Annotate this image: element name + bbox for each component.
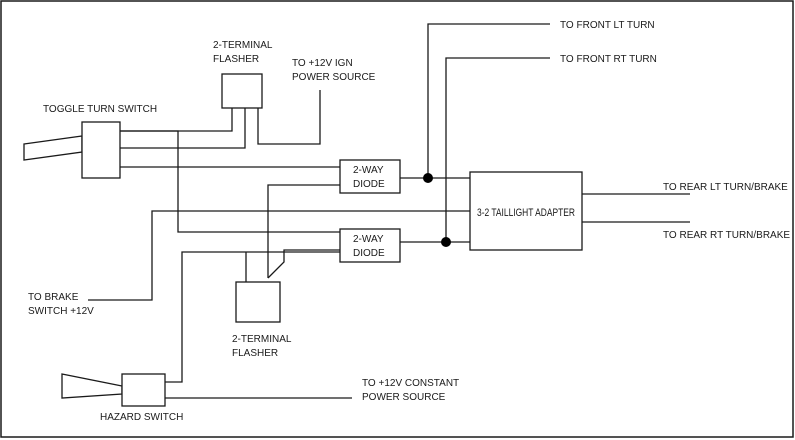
- front-rt-label: TO FRONT RT TURN: [560, 54, 657, 65]
- diode-top-label-2: DIODE: [353, 179, 385, 190]
- wire-front-lt: [427, 23, 550, 178]
- bottom-flasher-box: [235, 281, 281, 323]
- hazard-switch-label: HAZARD SWITCH: [100, 412, 183, 423]
- junction-dot-front-lt: [423, 173, 433, 183]
- adapter-label: 3-2 TAILLIGHT ADAPTER: [477, 207, 575, 219]
- toggle-switch-lever-icon: [23, 135, 83, 161]
- bottom-diode-box: [339, 228, 401, 263]
- wire-top-flasher-to-ign: [257, 90, 321, 145]
- constant-label-2: POWER SOURCE: [362, 392, 446, 403]
- diode-top-label-1: 2-WAY: [353, 165, 384, 176]
- ign-label-1: TO +12V IGN: [292, 58, 353, 69]
- ign-label-2: POWER SOURCE: [292, 72, 376, 83]
- wires: [88, 23, 690, 399]
- front-lt-label: TO FRONT LT TURN: [560, 20, 655, 31]
- constant-label-1: TO +12V CONSTANT: [362, 378, 459, 389]
- top-flasher-box: [221, 73, 263, 109]
- hazard-switch-lever-icon: [61, 373, 123, 399]
- wire-hazard-to-bottom-diode: [165, 251, 340, 383]
- wire-toggle-mid: [120, 108, 246, 149]
- junction-dot-front-rt: [441, 237, 451, 247]
- wire-brake-to-adapter: [88, 210, 470, 301]
- diode-bottom-label-2: DIODE: [353, 248, 385, 259]
- taillight-adapter-box: [469, 171, 583, 251]
- brake-label-2: SWITCH +12V: [28, 306, 94, 317]
- toggle-turn-switch: [81, 121, 121, 179]
- flasher-bottom-label-1: 2-TERMINAL: [232, 334, 292, 345]
- flasher-top-label-1: 2-TERMINAL: [213, 40, 273, 51]
- top-diode-box: [339, 159, 401, 194]
- wire-front-rt: [445, 57, 550, 242]
- brake-label-1: TO BRAKE: [28, 292, 79, 303]
- rear-rt-label: TO REAR RT TURN/BRAKE: [663, 230, 790, 241]
- flasher-bottom-label-2: FLASHER: [232, 348, 278, 359]
- hazard-switch: [121, 373, 166, 407]
- wire-toggle-lever: [120, 130, 340, 233]
- wire-bottom-diode-to-bottom-flasher: [267, 249, 340, 279]
- toggle-switch-label: TOGGLE TURN SWITCH: [43, 104, 157, 115]
- flasher-top-label-2: FLASHER: [213, 54, 259, 65]
- diode-bottom-label-1: 2-WAY: [353, 234, 384, 245]
- wire-top-diode-to-bottom-flasher: [267, 184, 340, 278]
- rear-lt-label: TO REAR LT TURN/BRAKE: [663, 182, 788, 193]
